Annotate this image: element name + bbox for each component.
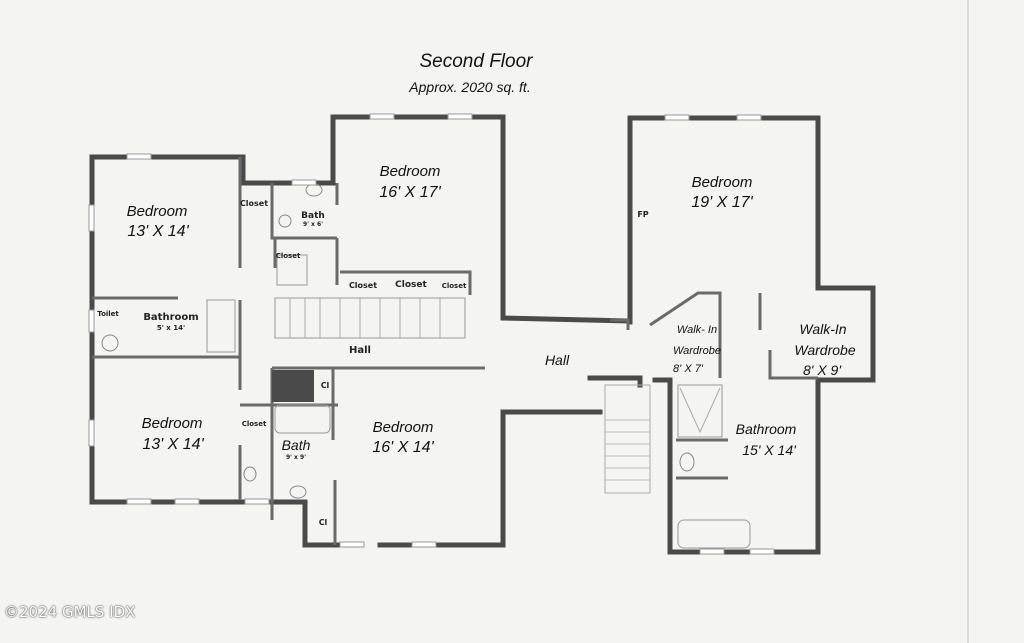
cl-label: Cl xyxy=(321,381,330,390)
room-name: Bathroom xyxy=(143,312,198,323)
closet-label: Closet xyxy=(442,282,467,290)
room-name: Wardrobe xyxy=(673,345,721,357)
room-size: 15' X 14' xyxy=(742,442,797,458)
room-name: Bedroom xyxy=(142,415,203,432)
closet-label: Closet xyxy=(240,199,268,208)
toilet-label: Toilet xyxy=(97,310,119,318)
hall-label: Hall xyxy=(545,352,570,368)
hall-label: Hall xyxy=(349,345,371,356)
room-name: Walk- In xyxy=(677,324,717,336)
room-name: Bedroom xyxy=(692,174,753,191)
room-name: Bathroom xyxy=(736,421,797,437)
room-size: 8' X 9' xyxy=(803,362,842,378)
room-size: 9' x 9' xyxy=(286,454,306,461)
room-size: 8' X 7' xyxy=(673,363,704,375)
room-labels: Bedroom 13' X 14' Bedroom 16' X 17' Bedr… xyxy=(97,163,856,527)
closet-label: Closet xyxy=(395,280,427,290)
room-name: Wardrobe xyxy=(794,342,855,358)
room-name: Bedroom xyxy=(380,163,441,180)
room-size: 5' x 14' xyxy=(157,324,185,332)
room-size: 16' X 14' xyxy=(372,439,434,456)
room-size: 13' X 14' xyxy=(127,223,189,240)
closet-label: Closet xyxy=(349,281,377,290)
room-name: Bedroom xyxy=(127,203,188,220)
cl-label: Cl xyxy=(319,518,328,527)
plan-title: Second Floor xyxy=(419,51,533,72)
room-size: 9' x 6' xyxy=(303,221,323,228)
watermark: ©2024 GMLS IDX xyxy=(4,603,136,621)
room-size: 19' X 17' xyxy=(691,194,753,211)
closet-label: Closet xyxy=(242,420,267,428)
plan-subtitle: Approx. 2020 sq. ft. xyxy=(408,79,530,95)
room-name: Walk-In xyxy=(799,321,846,337)
closet-label: Closet xyxy=(276,252,301,260)
room-name: Bedroom xyxy=(373,419,434,436)
fireplace-label: FP xyxy=(637,210,648,219)
room-size: 13' X 14' xyxy=(142,436,204,453)
walls xyxy=(88,113,876,555)
room-name: Bath xyxy=(282,437,311,453)
room-size: 16' X 17' xyxy=(379,184,441,201)
room-name: Bath xyxy=(301,211,325,221)
